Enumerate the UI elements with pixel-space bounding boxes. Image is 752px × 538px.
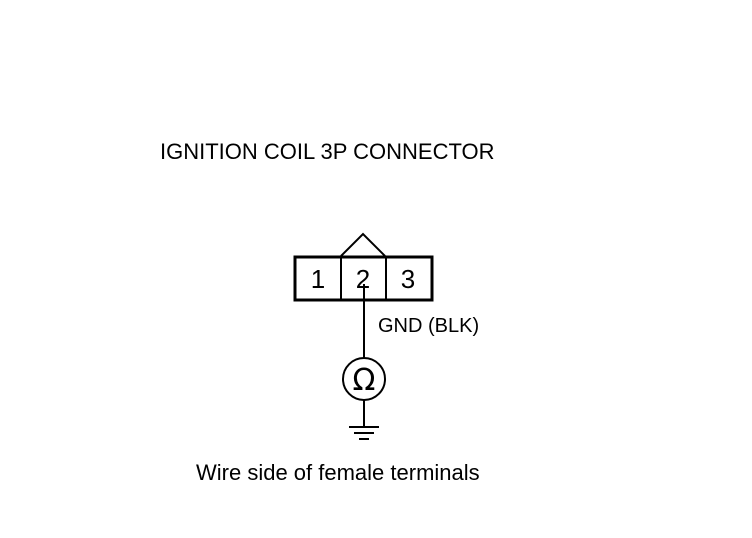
terminal-3: 3 xyxy=(401,264,415,294)
view-caption: Wire side of female terminals xyxy=(196,460,480,485)
ground-icon xyxy=(349,426,379,440)
ohmmeter-symbol: Ω xyxy=(353,363,376,398)
ohmmeter-icon: Ω xyxy=(342,357,386,401)
terminal-2: 2 xyxy=(356,264,370,294)
connector-lock-tab xyxy=(340,232,386,257)
terminal-1: 1 xyxy=(311,264,325,294)
wire-label: GND (BLK) xyxy=(378,315,480,337)
connector-title: IGNITION COIL 3P CONNECTOR xyxy=(160,139,495,164)
